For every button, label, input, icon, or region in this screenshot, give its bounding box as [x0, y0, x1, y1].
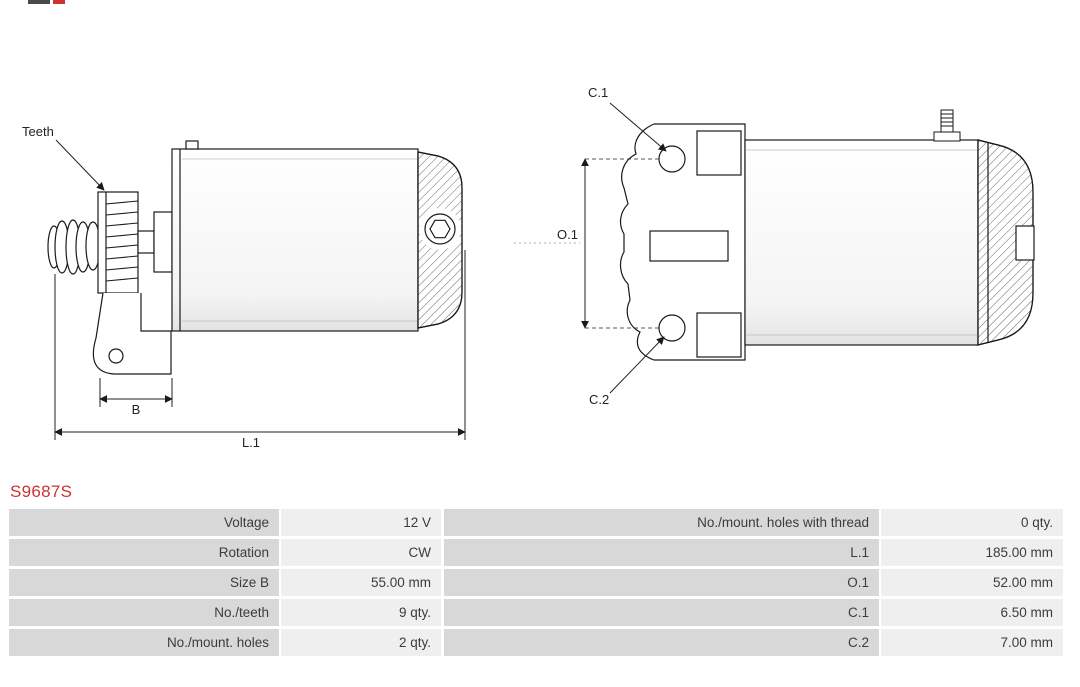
- flange-window-top: [696, 130, 742, 176]
- table-row: Voltage 12 V: [9, 509, 441, 539]
- spec-label: L.1: [444, 539, 881, 569]
- logo-red-stripe: [53, 0, 65, 4]
- spec-label: No./mount. holes: [9, 629, 281, 659]
- table-row: O.1 52.00 mm: [444, 569, 1063, 599]
- label-teeth: Teeth: [22, 124, 54, 139]
- spec-value: CW: [281, 539, 441, 569]
- mounting-bracket: [92, 292, 172, 375]
- spec-tables: Voltage 12 V Rotation CW Size B 55.00 mm…: [0, 509, 1080, 659]
- motor-body-mount: [744, 139, 979, 346]
- spec-label: Voltage: [9, 509, 281, 539]
- label-c2: C.2: [589, 392, 609, 407]
- spec-label: C.2: [444, 629, 881, 659]
- spec-value: 52.00 mm: [881, 569, 1063, 599]
- spec-value: 0 qty.: [881, 509, 1063, 539]
- spec-label: Rotation: [9, 539, 281, 569]
- spec-label: No./mount. holes with thread: [444, 509, 881, 539]
- spec-value: 7.00 mm: [881, 629, 1063, 659]
- table-row: L.1 185.00 mm: [444, 539, 1063, 569]
- mount-hole-bottom: [658, 314, 686, 342]
- label-o1: O.1: [557, 227, 578, 242]
- flange-window-bottom: [696, 312, 742, 358]
- spec-value: 55.00 mm: [281, 569, 441, 599]
- side-view-dimensions: [54, 139, 466, 440]
- brand-logo-fragment: [28, 0, 65, 5]
- shaft: [137, 211, 173, 273]
- table-row: Rotation CW: [9, 539, 441, 569]
- spec-label: No./teeth: [9, 599, 281, 629]
- logo-dark-stripe: [28, 0, 50, 4]
- label-b: B: [132, 402, 141, 417]
- side-view-drawing: [47, 140, 463, 375]
- label-l1: L.1: [242, 435, 260, 450]
- technical-drawing: Teeth B L.1: [22, 85, 1035, 450]
- motor-body-side: [171, 140, 419, 332]
- terminal-stud: [933, 109, 961, 142]
- rear-cap: [417, 151, 463, 329]
- spec-label: C.1: [444, 599, 881, 629]
- spec-value: 12 V: [281, 509, 441, 539]
- flange-center-slot: [649, 230, 729, 262]
- spec-label: Size B: [9, 569, 281, 599]
- spec-table-left: Voltage 12 V Rotation CW Size B 55.00 mm…: [9, 509, 441, 659]
- table-row: C.2 7.00 mm: [444, 629, 1063, 659]
- mount-hole-top: [658, 145, 686, 173]
- mounting-flange: [619, 123, 746, 361]
- spec-value: 6.50 mm: [881, 599, 1063, 629]
- mount-view-dimensions: [514, 102, 667, 394]
- table-row: No./teeth 9 qty.: [9, 599, 441, 629]
- part-number: S9687S: [10, 482, 73, 501]
- pinion-gear: [97, 191, 139, 294]
- drive-spring: [65, 219, 101, 275]
- spec-value: 185.00 mm: [881, 539, 1063, 569]
- table-row: No./mount. holes 2 qty.: [9, 629, 441, 659]
- spec-table-right: No./mount. holes with thread 0 qty. L.1 …: [444, 509, 1063, 659]
- table-row: No./mount. holes with thread 0 qty.: [444, 509, 1063, 539]
- table-row: Size B 55.00 mm: [9, 569, 441, 599]
- spec-value: 9 qty.: [281, 599, 441, 629]
- label-c1: C.1: [588, 85, 608, 100]
- rear-cap-mount: [977, 139, 1035, 346]
- table-row: C.1 6.50 mm: [444, 599, 1063, 629]
- spec-label: O.1: [444, 569, 881, 599]
- hex-bolt-icon: [429, 219, 451, 239]
- spec-value: 2 qty.: [281, 629, 441, 659]
- mount-view-drawing: [619, 109, 1035, 361]
